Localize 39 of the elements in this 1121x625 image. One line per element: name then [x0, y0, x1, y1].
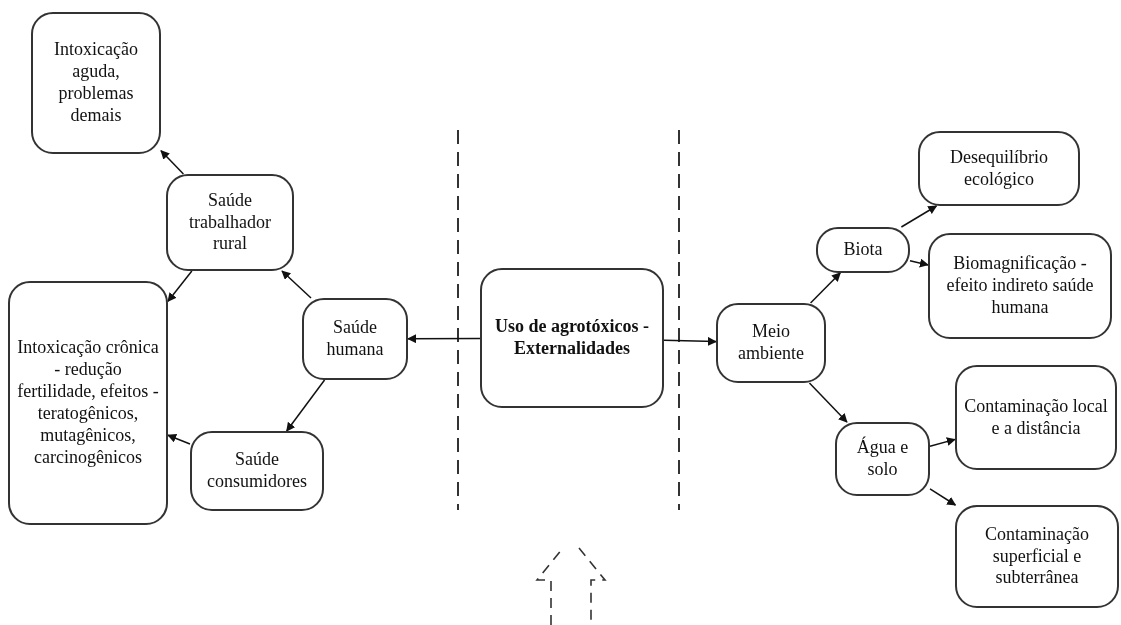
rounded-box [955, 505, 1119, 608]
rounded-box [955, 365, 1117, 470]
rounded-box [190, 431, 324, 511]
rounded-box [835, 422, 930, 496]
node-label: Saúde consumidores [206, 449, 308, 493]
node-label: Uso de agrotóxicos - Externalidades [493, 316, 651, 360]
rounded-box [480, 268, 664, 408]
rounded-box [31, 12, 161, 154]
arrow [285, 379, 326, 432]
node-label: Intoxicação aguda, problemas demais [53, 39, 139, 127]
rounded-box [716, 303, 826, 383]
arrow [929, 488, 957, 506]
node-label: Contaminação superficial e subterrânea [984, 523, 1090, 590]
node-label: Desequilíbrio ecológico [949, 146, 1049, 191]
rounded-box [8, 281, 168, 525]
rounded-box [928, 233, 1112, 339]
arrow [663, 336, 717, 346]
arrow [809, 272, 841, 304]
node-label: Biomagnificação - efeito indireto saúde humana [945, 253, 1095, 319]
node-label: Intoxicação crônica - redução fertilidade, efeitos - teratogênicos, mutagênicos, carcinogênicos [16, 337, 160, 469]
node-label: Água e solo [855, 437, 910, 481]
arrow [167, 434, 191, 445]
node-label: Contaminação local e a distância [963, 395, 1109, 440]
arrow [160, 149, 185, 175]
rounded-box [166, 174, 294, 271]
node-label: Saúde humana [325, 317, 385, 361]
arrow [281, 270, 312, 299]
arrow [900, 205, 938, 228]
arrow [808, 382, 848, 423]
arrow [929, 437, 956, 447]
arrow [407, 334, 481, 344]
rounded-box [918, 131, 1080, 206]
rounded-box [816, 227, 910, 273]
node-label: Biota [843, 239, 883, 261]
node-label: Meio ambiente [737, 321, 805, 365]
node-label: Saúde trabalhador rural [188, 189, 272, 256]
arrow [167, 270, 193, 303]
rounded-box [302, 298, 408, 380]
arrow [909, 258, 929, 268]
